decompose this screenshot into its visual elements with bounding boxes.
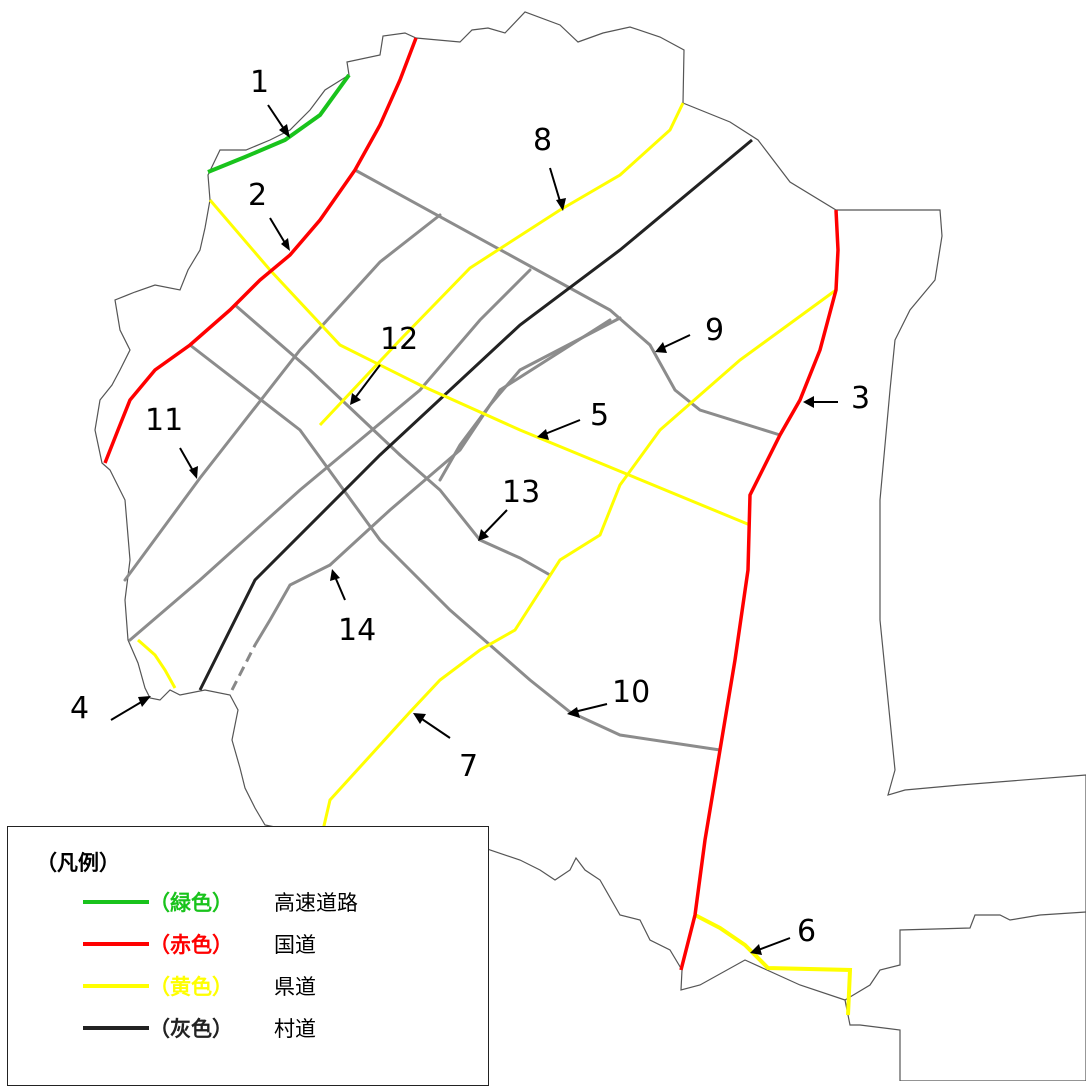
label-2: 2 bbox=[248, 178, 267, 213]
legend-item-village: （灰色） 村道 bbox=[83, 1013, 316, 1043]
national-roads bbox=[103, 37, 840, 971]
legend-item-expressway: （緑色） 高速道路 bbox=[83, 887, 358, 917]
road-9 bbox=[353, 168, 782, 437]
expressway-road-1 bbox=[207, 73, 351, 174]
municipal-roads bbox=[123, 168, 782, 752]
village-boundary bbox=[94, 11, 1086, 1081]
village-road bbox=[198, 138, 753, 691]
district-boundary bbox=[844, 911, 1086, 1001]
label-13: 13 bbox=[502, 475, 540, 510]
road-13 bbox=[398, 453, 552, 577]
pointer-arrows bbox=[110, 104, 838, 953]
road-6 bbox=[694, 913, 853, 1016]
label-11: 11 bbox=[145, 403, 183, 438]
label-1: 1 bbox=[250, 65, 269, 100]
legend-label: 国道 bbox=[274, 933, 316, 957]
road-12 bbox=[233, 303, 402, 457]
label-7: 7 bbox=[459, 749, 478, 784]
village-road-dashed bbox=[230, 644, 257, 691]
legend-color-label: （灰色） bbox=[149, 1017, 233, 1041]
road-7 bbox=[321, 288, 837, 831]
legend-item-national: （赤色） 国道 bbox=[83, 929, 316, 959]
label-14: 14 bbox=[338, 613, 376, 648]
label-9: 9 bbox=[705, 313, 724, 348]
road-2 bbox=[103, 37, 418, 464]
road-3 bbox=[679, 209, 840, 971]
legend-title: （凡例） bbox=[36, 851, 120, 875]
road-4 bbox=[137, 638, 177, 689]
legend-swatch-grey bbox=[83, 1026, 149, 1030]
label-3: 3 bbox=[851, 381, 870, 416]
pointer-arrowheads bbox=[138, 124, 814, 955]
label-10: 10 bbox=[612, 675, 650, 710]
map-legend: （凡例） （緑色） 高速道路 （赤色） 国道 （黄色） 県道 （灰色） 村道 bbox=[7, 826, 489, 1086]
label-6: 6 bbox=[797, 914, 816, 949]
label-8: 8 bbox=[533, 123, 552, 158]
legend-label: 村道 bbox=[274, 1017, 316, 1041]
road-11 bbox=[123, 213, 442, 582]
road-minor bbox=[128, 268, 532, 642]
legend-color-label: （黄色） bbox=[149, 975, 233, 999]
legend-label: 県道 bbox=[274, 975, 316, 999]
legend-label: 高速道路 bbox=[274, 891, 358, 915]
label-5: 5 bbox=[590, 398, 609, 433]
road-8 bbox=[318, 102, 685, 427]
legend-color-label: （赤色） bbox=[149, 933, 233, 957]
label-4: 4 bbox=[70, 691, 89, 726]
legend-color-label: （緑色） bbox=[149, 891, 233, 915]
road-minor-b bbox=[438, 316, 622, 482]
road-14b bbox=[253, 563, 332, 647]
road-number-labels: 1 2 3 4 5 6 7 8 9 10 11 12 13 14 bbox=[70, 65, 870, 949]
legend-item-prefectural: （黄色） 県道 bbox=[83, 971, 316, 1001]
legend-swatch-red bbox=[83, 942, 149, 946]
legend-swatch-green bbox=[83, 900, 149, 904]
legend-swatch-yellow bbox=[83, 984, 149, 988]
road-14 bbox=[328, 318, 612, 567]
label-12: 12 bbox=[380, 322, 418, 357]
